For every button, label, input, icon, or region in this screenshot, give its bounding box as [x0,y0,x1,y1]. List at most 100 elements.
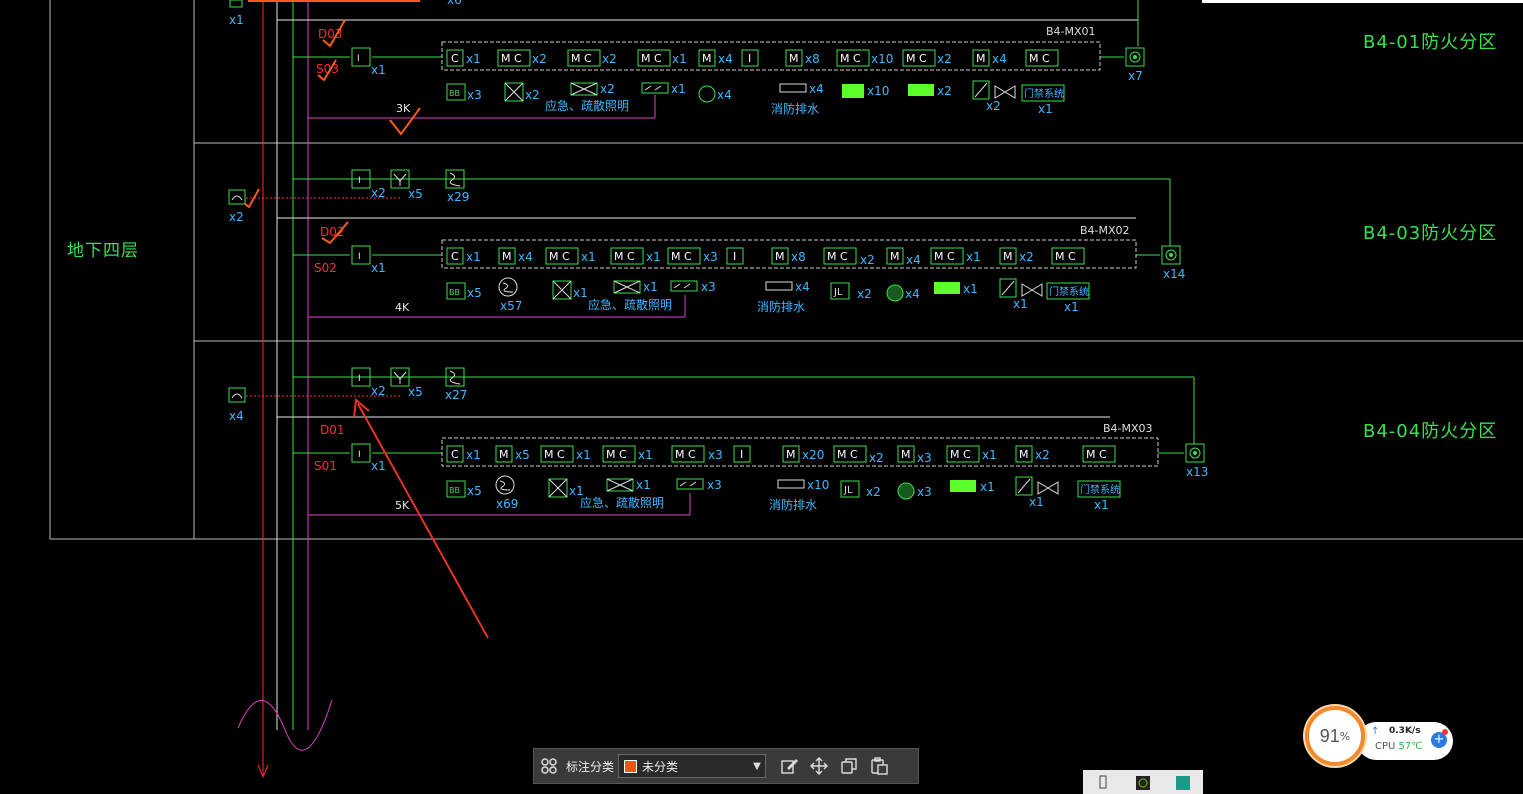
svg-text:x8: x8 [791,250,806,264]
svg-text:x4: x4 [992,52,1007,66]
move-icon[interactable] [804,749,834,783]
chevron-down-icon: ▼ [753,760,761,772]
svg-text:I: I [733,250,736,263]
svg-text:x3: x3 [701,280,716,294]
svg-text:x10: x10 [867,84,889,98]
zone-label: B4-03防火分区 [1363,223,1497,244]
svg-text:I: I [748,52,751,65]
edit-icon[interactable] [774,749,804,783]
partial-count-mid: x6 [447,0,462,7]
svg-text:门禁系统: 门禁系统 [1080,483,1120,496]
net-speed: 0.3K/s [1389,726,1421,736]
boost-plus-icon[interactable]: + [1431,732,1447,748]
check-mark [317,59,337,82]
paste-icon[interactable] [864,749,894,783]
panel-modules: C x1 M x4 M C x1 M C x1 M C x3 I M x8 M … [446,247,1085,267]
svg-text:x2: x2 [860,253,875,267]
tag-d03: D03 [318,27,343,41]
upload-arrow-icon: ↑ [1371,726,1380,737]
table-frame [49,0,1523,540]
category-color-swatch [624,759,638,773]
usb-icon[interactable] [1095,774,1111,790]
terminal-icon [1185,443,1205,463]
loop-label: 5K [395,499,410,512]
isolator-module-icon [351,443,371,463]
svg-text:M C: M C [671,250,692,263]
svg-text:I: I [358,176,361,186]
copy-icon[interactable] [834,749,864,783]
svg-text:x1: x1 [671,82,686,96]
svg-text:x13: x13 [1186,465,1208,479]
svg-text:应急、疏散照明: 应急、疏散照明 [545,98,629,113]
svg-text:M: M [789,52,799,65]
isolator-module-icon [351,367,371,387]
memory-usage-ring[interactable]: 91% [1305,706,1365,766]
zone-label: B4-01防火分区 [1363,32,1497,53]
svg-text:x2: x2 [602,52,617,66]
svg-text:x57: x57 [500,299,522,313]
svg-text:BB: BB [449,89,460,98]
svg-text:x1: x1 [672,52,687,66]
svg-text:C: C [451,52,459,65]
panel-label: B4-MX01 [1046,25,1096,38]
svg-text:x14: x14 [1163,267,1185,281]
notification-dot [1442,729,1448,735]
svg-text:应急、疏散照明: 应急、疏散照明 [588,297,672,312]
svg-text:x1: x1 [646,250,661,264]
svg-text:x4: x4 [717,88,732,102]
isolator-module-icon [351,169,371,189]
perf-stats: ↑ 0.3K/s CPU 57℃ + [1357,722,1453,760]
window-edge [1202,0,1523,3]
svg-text:x2: x2 [371,186,386,200]
svg-text:x5: x5 [515,448,530,462]
svg-text:I: I [357,54,360,64]
field-devices: BB x5 x57 x1 x1 应急、疏散照明 x3 x4 消防排水 JL x2… [446,277,1090,314]
svg-text:x3: x3 [917,451,932,465]
svg-text:x2: x2 [866,485,881,499]
app-icon[interactable] [1175,774,1191,790]
svg-text:C: C [451,448,459,461]
svg-text:x2: x2 [937,84,952,98]
panel-modules: C x1 M x5 M C x1 M C x1 M C x3 I M x20 M… [446,445,1116,465]
svg-text:x29: x29 [447,190,469,204]
taskbar-tray [1083,770,1203,794]
partial-count: x1 [229,13,244,27]
svg-text:M C: M C [906,52,927,65]
svg-text:I: I [358,450,361,460]
svg-text:x5: x5 [467,484,482,498]
svg-text:门禁系统: 门禁系统 [1024,87,1064,100]
svg-text:x4: x4 [906,253,921,267]
annotation-arrow[interactable] [353,398,489,639]
svg-text:M C: M C [606,448,627,461]
svg-text:x2: x2 [229,210,244,224]
terminal-icon [1161,245,1181,265]
svg-text:x3: x3 [917,485,932,499]
svg-text:x1: x1 [1064,300,1079,314]
grid-apps-icon[interactable] [534,749,564,783]
svg-text:x10: x10 [807,478,829,492]
svg-text:x1: x1 [1094,498,1109,512]
loop-label: 3K [396,102,411,115]
panel-label: B4-MX02 [1080,224,1130,237]
category-select[interactable]: 未分类 ▼ [618,754,767,778]
svg-text:x1: x1 [1038,102,1053,116]
svg-text:M: M [890,250,900,263]
svg-text:x4: x4 [795,280,810,294]
cropped-red-text: — [200,789,212,794]
svg-text:x1: x1 [576,448,591,462]
category-label: 标注分类 [566,759,615,774]
category-select-value: 未分类 [642,759,679,774]
check-mark [321,221,349,245]
performance-widget[interactable]: ↑ 0.3K/s CPU 57℃ + 91% [1305,706,1453,770]
svg-text:x2: x2 [600,82,615,96]
svg-text:M: M [1019,448,1029,461]
svg-text:I: I [740,448,743,461]
svg-text:x1: x1 [466,250,481,264]
nvidia-icon[interactable] [1135,774,1151,790]
panel-modules: C x1 M C x2 M C x2 M C x1 M x4 I M x8 M … [446,49,1059,67]
svg-text:x2: x2 [857,287,872,301]
svg-text:x1: x1 [982,448,997,462]
svg-text:x1: x1 [966,250,981,264]
svg-text:x1: x1 [636,478,651,492]
